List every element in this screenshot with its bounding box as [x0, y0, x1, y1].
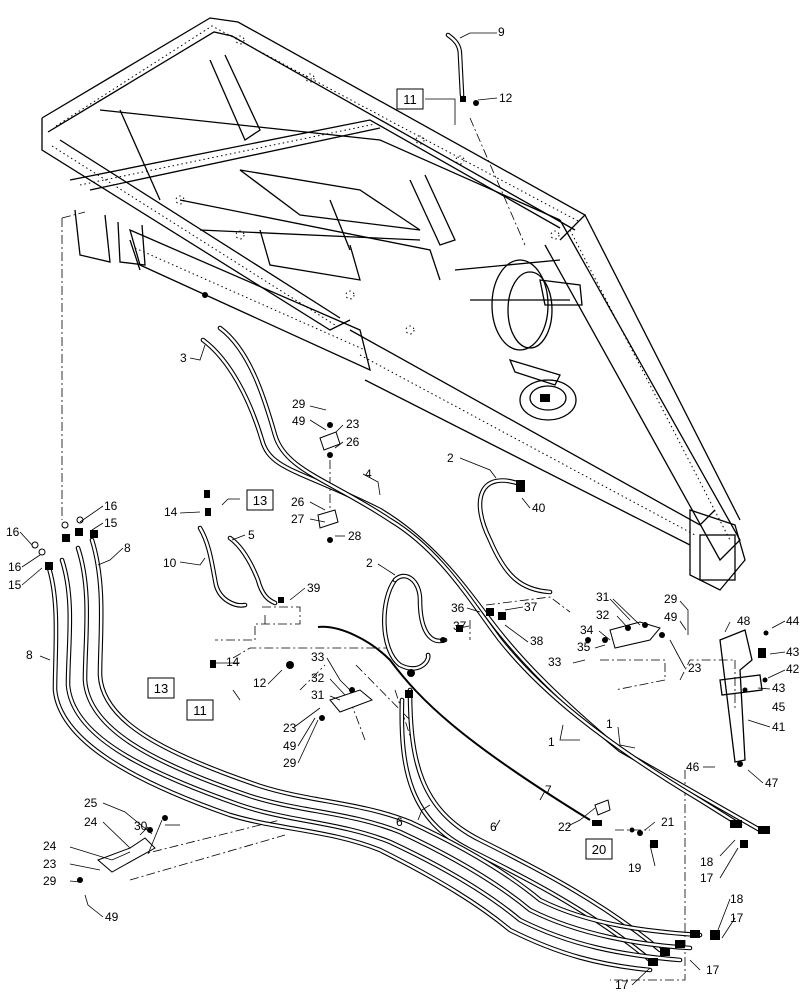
callout-8-left: 8 [26, 648, 33, 662]
callout-41: 41 [772, 720, 786, 734]
callout-2-lower: 2 [366, 556, 373, 570]
callout-33-right: 33 [548, 655, 562, 669]
callout-44: 44 [786, 614, 800, 628]
callout-16-top: 16 [104, 499, 118, 513]
callout-32-right: 32 [596, 608, 610, 622]
callout-1-right: 1 [606, 717, 613, 731]
callout-9: 9 [498, 25, 505, 39]
callout-6-left: 6 [396, 815, 403, 829]
callout-46: 46 [686, 760, 700, 774]
callout-14-left: 14 [226, 655, 240, 669]
callout-43-a: 43 [786, 645, 800, 659]
boxed-reference-11-left: 11 [186, 699, 214, 721]
boxed-reference-13-top: 13 [246, 489, 274, 511]
assembly-lines [61, 117, 736, 981]
callout-6-right: 6 [490, 820, 497, 834]
callout-35: 35 [577, 640, 591, 654]
callout-16-a: 16 [6, 525, 20, 539]
callout-15-top: 15 [104, 516, 118, 530]
callout-15-left: 15 [8, 578, 22, 592]
callout-3: 3 [180, 351, 187, 365]
callout-31-mid: 31 [311, 688, 325, 702]
callout-34: 34 [580, 623, 594, 637]
boxed-reference-11-top: 11 [396, 88, 424, 110]
callout-45: 45 [772, 700, 786, 714]
svg-text:20: 20 [592, 842, 606, 857]
callout-26-top: 26 [346, 435, 360, 449]
callout-49-bottom: 49 [105, 910, 119, 924]
fittings-and-clamps [31, 96, 770, 966]
callout-23-bottom: 23 [43, 857, 57, 871]
callout-24-a: 24 [84, 815, 98, 829]
callout-30: 30 [134, 819, 148, 833]
callout-49-top: 49 [292, 414, 306, 428]
callout-5: 5 [248, 528, 255, 542]
callout-1-left: 1 [548, 735, 555, 749]
callout-17-a: 17 [700, 871, 714, 885]
callout-27: 27 [291, 512, 305, 526]
callout-32-mid: 32 [311, 671, 325, 685]
callout-37-left: 37 [453, 619, 467, 633]
callout-29-top: 29 [292, 397, 306, 411]
callout-29-bottom: 29 [43, 874, 57, 888]
svg-text:13: 13 [154, 681, 168, 696]
callout-17-b: 17 [730, 911, 744, 925]
svg-text:13: 13 [253, 493, 267, 508]
callout-48: 48 [737, 614, 751, 628]
callout-14-top: 14 [164, 505, 178, 519]
callout-7: 7 [545, 783, 552, 797]
callout-17-d: 17 [615, 978, 629, 992]
callout-labels: 1 1 2 2 3 4 5 6 6 7 8 8 9 10 12 12 14 14… [6, 25, 800, 992]
callout-12-left: 12 [253, 676, 267, 690]
frame-assembly [41, 17, 746, 591]
callout-33-mid: 33 [311, 650, 325, 664]
callout-22: 22 [558, 820, 572, 834]
callout-36: 36 [451, 601, 465, 615]
callout-8-top: 8 [124, 541, 131, 555]
callout-28: 28 [348, 529, 362, 543]
callout-21: 21 [661, 815, 675, 829]
leader-lines [19, 32, 786, 986]
svg-text:11: 11 [403, 92, 417, 107]
callout-40: 40 [532, 501, 546, 515]
callout-43-b: 43 [772, 681, 786, 695]
callout-37-right: 37 [524, 600, 538, 614]
callout-26-mid: 26 [291, 495, 305, 509]
callout-23-mid: 23 [283, 721, 297, 735]
callout-23-top: 23 [346, 417, 360, 431]
callout-25: 25 [84, 796, 98, 810]
boxed-reference-20: 20 [585, 838, 613, 860]
callout-2-top: 2 [447, 451, 454, 465]
callout-24-b: 24 [43, 839, 57, 853]
callout-42: 42 [786, 662, 800, 676]
svg-text:11: 11 [193, 703, 207, 718]
callout-17-c: 17 [706, 963, 720, 977]
callout-16-b: 16 [8, 560, 22, 574]
callout-49-right: 49 [664, 610, 678, 624]
callout-10: 10 [163, 556, 177, 570]
callout-29-right: 29 [664, 592, 678, 606]
callout-23-right: 23 [688, 661, 702, 675]
callout-12-top: 12 [499, 91, 513, 105]
callout-19: 19 [628, 861, 642, 875]
boxed-reference-13-left: 13 [147, 677, 175, 699]
callout-29-mid: 29 [283, 756, 297, 770]
callout-38: 38 [530, 634, 544, 648]
callout-31-right: 31 [596, 590, 610, 604]
callout-47: 47 [765, 776, 779, 790]
callout-18-a: 18 [700, 855, 714, 869]
callout-4: 4 [365, 467, 372, 481]
hose-set [45, 32, 763, 973]
callout-49-mid: 49 [283, 739, 297, 753]
callout-18-b: 18 [730, 892, 744, 906]
callout-39: 39 [307, 581, 321, 595]
